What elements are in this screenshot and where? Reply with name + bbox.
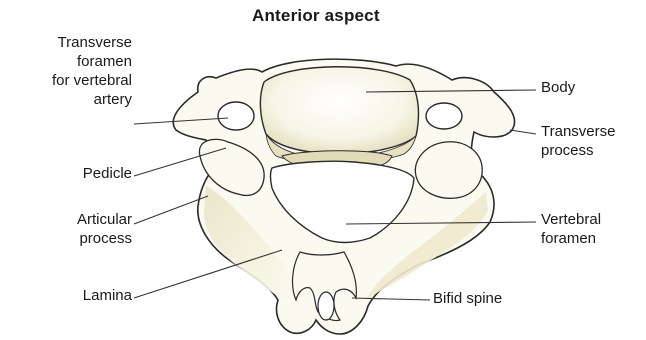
bifid-notch: [318, 292, 334, 320]
transverse-foramen-right: [426, 103, 462, 129]
leader-transverse-process: [510, 130, 536, 134]
transverse-foramen-left: [218, 102, 254, 130]
articular-process-right: [415, 142, 482, 199]
leader-articular-process: [134, 196, 208, 224]
label-transverse-process: Transverse process: [541, 122, 615, 160]
label-bifid-spine: Bifid spine: [433, 289, 502, 308]
label-articular-process: Articular process: [77, 210, 132, 248]
label-vertebral-foramen: Vertebral foramen: [541, 210, 601, 248]
diagram-title: Anterior aspect: [252, 6, 380, 26]
vertebral-body: [260, 67, 418, 155]
label-lamina: Lamina: [83, 286, 132, 305]
label-pedicle: Pedicle: [83, 164, 132, 183]
label-body: Body: [541, 78, 575, 97]
label-transverse-foramen: Transverse foramen for vertebral artery: [52, 33, 132, 109]
